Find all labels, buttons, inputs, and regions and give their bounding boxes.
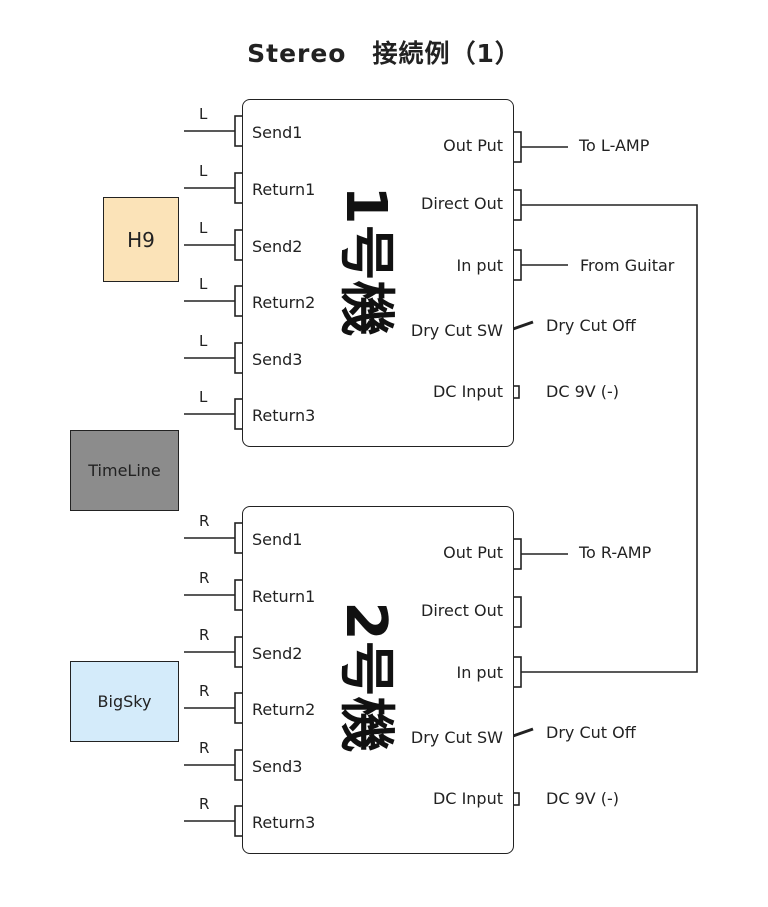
channel-label: R (199, 626, 210, 644)
unit-2-body (242, 506, 514, 854)
port-out-put: Out Put (443, 136, 503, 155)
channel-label: R (199, 512, 210, 530)
port-return1: Return1 (252, 180, 316, 199)
device-h9: H9 (103, 197, 179, 282)
jack (512, 538, 522, 570)
channel-label: L (199, 388, 208, 406)
dry-cut-off: Dry Cut Off (546, 316, 636, 335)
jack (512, 656, 522, 688)
port-dc-input: DC Input (432, 382, 503, 401)
port-send2: Send2 (252, 644, 303, 663)
jack (512, 189, 522, 221)
to-l-amp: To L-AMP (579, 136, 650, 155)
to-r-amp: To R-AMP (579, 543, 652, 562)
channel-label: L (199, 219, 208, 237)
port-out-put: Out Put (443, 543, 503, 562)
port-in-put: In put (456, 663, 503, 682)
port-direct-out: Direct Out (421, 194, 503, 213)
port-send1: Send1 (252, 123, 303, 142)
device-bigsky: BigSky (70, 661, 179, 742)
from-guitar: From Guitar (580, 256, 675, 275)
channel-label: L (199, 162, 208, 180)
port-send3: Send3 (252, 350, 303, 369)
channel-label: L (199, 275, 208, 293)
channel-label: R (199, 569, 210, 587)
channel-label: L (199, 105, 208, 123)
channel-label: R (199, 739, 210, 757)
jack (512, 596, 522, 628)
port-dry-cut-sw: Dry Cut SW (410, 728, 503, 747)
port-direct-out: Direct Out (421, 601, 503, 620)
port-return2: Return2 (252, 293, 316, 312)
jack (512, 131, 522, 163)
dc-9v: DC 9V (-) (546, 789, 620, 808)
channel-label: L (199, 332, 208, 350)
port-return3: Return3 (252, 406, 316, 425)
port-dc-input: DC Input (432, 789, 503, 808)
page-title: Stereo 接続例（1） (247, 39, 521, 68)
port-return2: Return2 (252, 700, 316, 719)
port-return1: Return1 (252, 587, 316, 606)
dc-9v: DC 9V (-) (546, 382, 620, 401)
jack (512, 249, 522, 281)
channel-label: R (199, 795, 210, 813)
port-return3: Return3 (252, 813, 316, 832)
dry-cut-off: Dry Cut Off (546, 723, 636, 742)
port-send3: Send3 (252, 757, 303, 776)
device-timeline: TimeLine (70, 430, 179, 511)
channel-label: R (199, 682, 210, 700)
port-send2: Send2 (252, 237, 303, 256)
port-in-put: In put (456, 256, 503, 275)
port-dry-cut-sw: Dry Cut SW (410, 321, 503, 340)
port-send1: Send1 (252, 530, 303, 549)
unit-1-body (242, 99, 514, 447)
